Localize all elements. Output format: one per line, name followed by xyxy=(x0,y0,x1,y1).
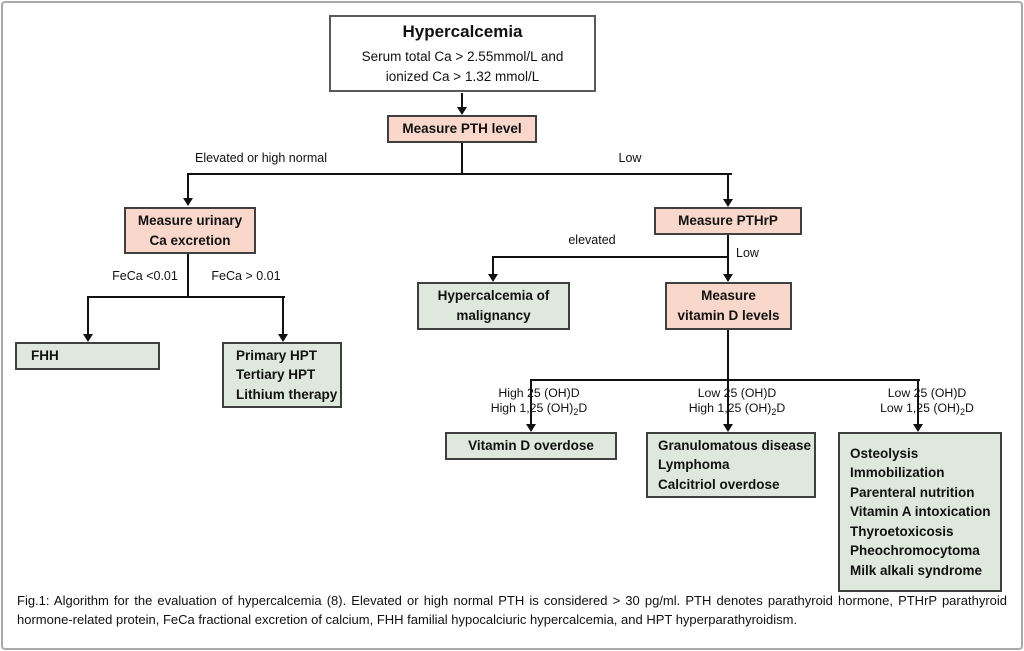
connector-vitd-branch1 xyxy=(530,381,532,424)
node-measure-urinary-line1: Measure urinary xyxy=(137,212,243,228)
arrowhead-vitd-branch2 xyxy=(723,424,733,432)
node-osteolysis-list: Osteolysis Immobilization Parenteral nut… xyxy=(838,432,1002,592)
node-granulomatous-line3: Calcitriol overdose xyxy=(658,476,780,492)
node-measure-pth: Measure PTH level xyxy=(387,115,537,143)
label-vitd-branch3-line1: Low 25 (OH)D xyxy=(887,386,967,400)
connector-feca-split xyxy=(87,296,285,298)
node-granulomatous-line2: Lymphoma xyxy=(658,457,730,473)
arrowhead-vitd-branch1 xyxy=(526,424,536,432)
label-vitd-branch3: Low 25 (OH)D Low 1,25 (OH)2D xyxy=(842,386,1012,420)
node-vitamin-d-overdose: Vitamin D overdose xyxy=(445,432,617,460)
connector-vitd-split xyxy=(530,379,920,381)
connector-low2-drop xyxy=(727,258,729,274)
arrowhead-elevated2 xyxy=(488,274,498,282)
node-osteolysis-line5: Thyroetoxicosis xyxy=(850,523,954,539)
arrowhead-vitd-branch3 xyxy=(913,424,923,432)
node-osteolysis-line7: Milk alkali syndrome xyxy=(850,562,983,578)
arrowhead-root-to-pth xyxy=(457,107,467,115)
connector-low-drop xyxy=(727,175,729,199)
arrowhead-feca-left xyxy=(83,334,93,342)
label-elevated-pthrp: elevated xyxy=(568,233,616,247)
label-feca-above: FeCa > 0.01 xyxy=(211,269,281,283)
node-hypercalcemia: Hypercalcemia Serum total Ca > 2.55mmol/… xyxy=(329,15,596,92)
label-vitd-branch2-line1: Low 25 (OH)D xyxy=(697,386,777,400)
connector-root-to-pth xyxy=(461,93,463,108)
connector-vitd-down xyxy=(727,330,729,380)
label-elevated-or-high-normal: Elevated or high normal xyxy=(194,151,328,165)
node-hypercalcemia-title: Hypercalcemia xyxy=(402,21,523,41)
label-vitd-branch2: Low 25 (OH)D High 1,25 (OH)2D xyxy=(652,386,822,420)
node-osteolysis-line6: Pheochromocytoma xyxy=(850,543,980,559)
connector-feca-left-drop xyxy=(87,298,89,334)
node-primary-hpt-line1: Primary HPT xyxy=(236,347,318,363)
node-primary-hpt: Primary HPT Tertiary HPT Lithium therapy xyxy=(222,342,342,408)
connector-urinary-down xyxy=(187,254,189,297)
node-hypercalcemia-line1: Serum total Ca > 2.55mmol/L and xyxy=(361,48,564,64)
arrowhead-feca-right xyxy=(278,334,288,342)
connector-vitd-branch2 xyxy=(727,381,729,424)
node-hypercalcemia-malignancy: Hypercalcemia of malignancy xyxy=(417,282,570,330)
node-osteolysis-line1: Osteolysis xyxy=(850,445,919,461)
label-feca-below: FeCa <0.01 xyxy=(112,269,178,283)
node-granulomatous: Granulomatous disease Lymphoma Calcitrio… xyxy=(646,432,816,498)
connector-pth-split xyxy=(187,173,732,175)
label-low-pthrp: Low xyxy=(736,246,759,260)
connector-pth-down xyxy=(461,143,463,174)
node-measure-pth-label: Measure PTH level xyxy=(402,121,522,137)
connector-pthrp-split xyxy=(492,256,729,258)
node-primary-hpt-line3: Lithium therapy xyxy=(236,386,338,402)
connector-elevated2-drop xyxy=(492,258,494,274)
node-measure-urinary-ca: Measure urinary Ca excretion xyxy=(124,207,256,254)
label-low-pth: Low xyxy=(618,151,642,165)
label-vitd-branch3-line2: Low 1,25 (OH)2D xyxy=(880,401,974,417)
node-measure-pthrp-label: Measure PTHrP xyxy=(678,213,778,229)
connector-feca-right-drop xyxy=(282,298,284,334)
node-measure-vitd-line1: Measure xyxy=(701,288,756,304)
node-malignancy-line1: Hypercalcemia of xyxy=(437,288,550,304)
node-osteolysis-line3: Parenteral nutrition xyxy=(850,484,975,500)
node-osteolysis-line2: Immobilization xyxy=(850,465,945,481)
node-fhh-label: FHH xyxy=(31,348,59,364)
node-measure-urinary-line2: Ca excretion xyxy=(149,232,231,248)
node-granulomatous-line1: Granulomatous disease xyxy=(658,437,812,453)
node-malignancy-line2: malignancy xyxy=(456,308,531,323)
node-fhh: FHH xyxy=(15,342,160,370)
node-vitd-overdose-label: Vitamin D overdose xyxy=(468,438,594,454)
arrowhead-low-drop xyxy=(723,199,733,207)
node-hypercalcemia-line2: ionized Ca > 1.32 mmol/L xyxy=(385,68,540,84)
node-primary-hpt-line2: Tertiary HPT xyxy=(236,367,316,383)
label-vitd-branch1-line2: High 1,25 (OH)2D xyxy=(490,401,588,417)
label-vitd-branch2-line2: High 1,25 (OH)2D xyxy=(688,401,786,417)
arrowhead-low2 xyxy=(723,274,733,282)
label-vitd-branch1-line1: High 25 (OH)D xyxy=(498,386,580,400)
node-osteolysis-line4: Vitamin A intoxication xyxy=(850,504,991,520)
node-measure-vitamin-d: Measure vitamin D levels xyxy=(665,282,792,330)
connector-elevated-drop xyxy=(187,175,189,198)
label-vitd-branch1: High 25 (OH)D High 1,25 (OH)2D xyxy=(454,386,624,420)
figure-caption: Fig.1: Algorithm for the evaluation of h… xyxy=(17,593,1007,627)
node-measure-pthrp: Measure PTHrP xyxy=(654,207,802,235)
connector-vitd-branch3 xyxy=(917,381,919,424)
node-measure-vitd-line2: vitamin D levels xyxy=(677,308,780,323)
arrowhead-elevated-drop xyxy=(183,198,193,206)
connector-pthrp-down xyxy=(727,235,729,257)
